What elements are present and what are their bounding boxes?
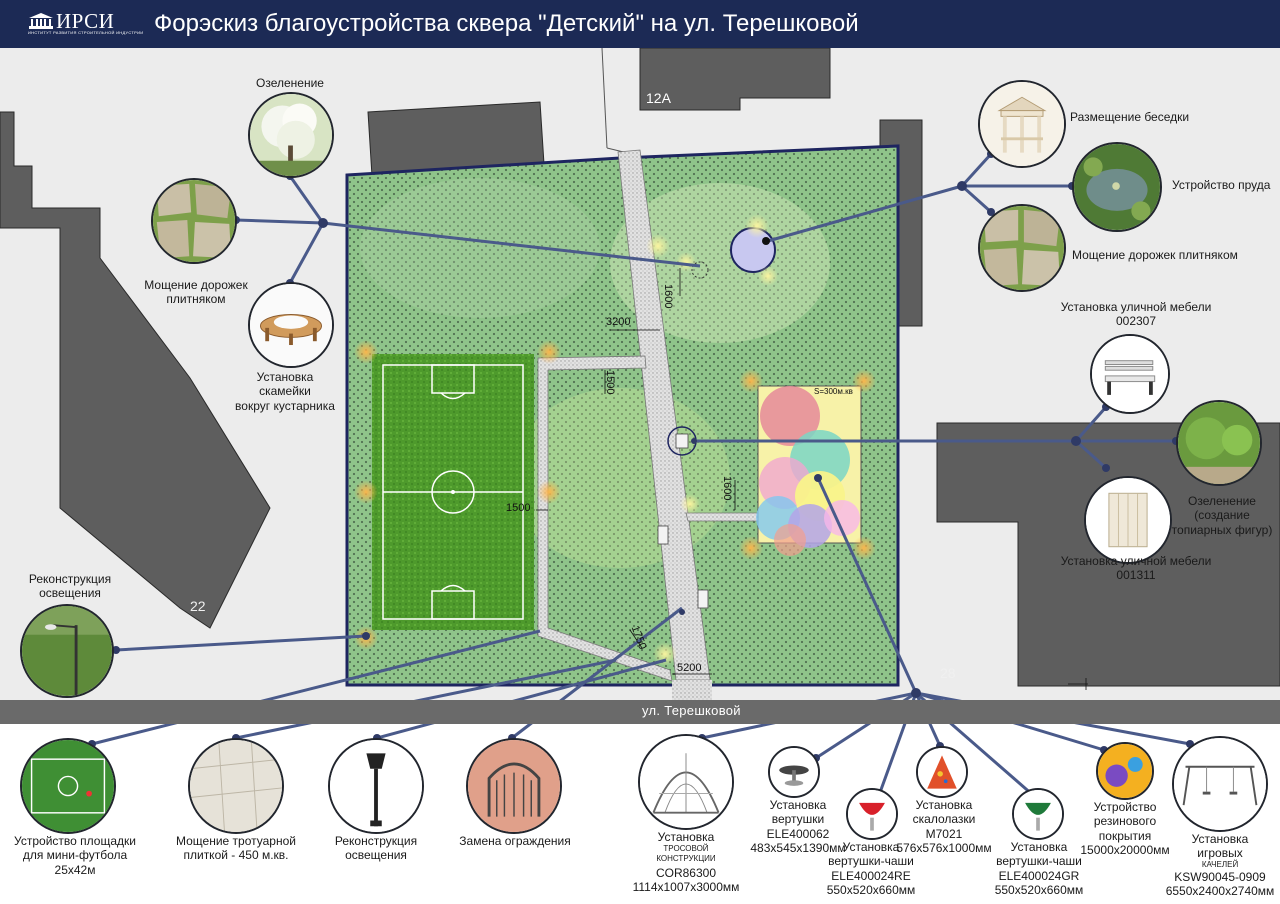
bench-shrub-thumb [248,282,334,368]
climbing-wall-icon [918,748,966,796]
label-spinner: Установка вертушки ELE400062 483x545x139… [750,798,846,856]
label-lighting-left: Реконструкция освещения [28,572,112,601]
building-12a-label: 12А [646,90,671,106]
streetlight-icon [22,606,112,696]
topiary-thumb [1176,400,1262,486]
football-field [372,354,534,630]
gazebo-thumb [978,80,1066,168]
lights [354,214,876,666]
bench-mark [675,433,689,449]
street-name: ул. Терешковой [642,703,741,718]
header-bar: ИРСИ ИНСТИТУТ РАЗВИТИЯ СТРОИТЕЛЬНОЙ ИНДУ… [0,0,1280,48]
label-rope-2: ТРОСОВОЙ КОНСТРУКЦИИ [656,844,716,863]
label-greening-top: Озеленение [256,76,324,90]
label-climber: Установка скалолазки M7021 576x576x1000м… [896,798,992,856]
label-bench-shrub: Установка скамейки вокруг кустарника [235,370,335,413]
label-topiary: Озеленение (создание топиарных фигур) [1171,494,1273,537]
dim-1600-mid: 1600 [721,476,733,501]
building-22 [0,111,271,629]
rubber-thumb [1096,742,1154,800]
label-paving-left: Мощение дорожек плитняком [144,278,248,307]
dimension-lines [536,268,1088,690]
paving-left-thumb [151,178,237,264]
red-cup-spinner-icon [848,790,896,838]
bench-mark-3 [697,589,709,609]
playground [756,385,862,556]
flagstone-icon-2 [980,206,1064,290]
tree-blossom-icon [250,94,332,176]
green-cup-spinner-icon [1014,790,1062,838]
paving-tile-icon [190,740,282,832]
pond-thumb [1072,142,1162,232]
label-rubber: Устройство резинового покрытия 15000x200… [1080,800,1170,858]
label-swing-1: Установка игровых [1191,832,1249,861]
spinner-icon [770,748,818,796]
label-gazebo: Размещение беседки [1070,110,1190,124]
planter-icon [1086,478,1170,562]
label-sidewalk: Мощение тротуарной плиткой - 450 м.кв. [176,834,296,863]
logo-subtitle: ИНСТИТУТ РАЗВИТИЯ СТРОИТЕЛЬНОЙ ИНДУСТРИИ [28,30,144,35]
flagstone-icon [153,180,235,262]
label-paving-right: Мощение дорожек плитняком [1072,248,1238,262]
label-rope-3: COR86300 1114x1007x3000мм [632,866,740,895]
building-28-label: 28 [940,665,956,681]
dim-1600-top: 1600 [662,284,674,309]
furniture-002307-thumb [1090,334,1170,414]
lighting-left-thumb [20,604,114,698]
cup-green-thumb [1012,788,1064,840]
label-furniture-002307: Установка уличной мебели 002307 [1060,300,1212,329]
rope-dome-icon [640,736,732,828]
gazebo-icon [980,82,1064,166]
dim-3200: 3200 [606,316,631,328]
spinner-thumb [768,746,820,798]
pond-icon [1074,144,1160,230]
rubber-surface-icon [1098,744,1152,798]
bench-mark-2 [657,525,669,545]
cup-red-thumb [846,788,898,840]
building-22-label: 22 [190,598,206,614]
bench-icon [1092,336,1168,412]
playground-area: S=300м.кв [814,387,853,396]
street [0,700,1280,724]
fence-thumb [466,738,562,834]
topiary-icon [1178,402,1260,484]
plan-stage: ул. Терешковой 12А 22 28 1600 3200 1500 … [0,48,1280,904]
label-rope-1: Установка [657,830,715,844]
fence-gate-icon [468,740,560,832]
paths [537,149,759,700]
label-swing-2: КАЧЕЛЕЙ [1201,860,1239,869]
furniture-001311-thumb [1084,476,1172,564]
label-cup-green: Установка вертушки-чаши ELE400024GR 550x… [994,840,1084,898]
paving-right-thumb [978,204,1066,292]
label-pond: Устройство пруда [1172,178,1271,192]
logo: ИРСИ [28,9,114,34]
label-swing-3: KSW90045-0909 6550x2400x2740мм [1165,870,1275,899]
page-title: Форэскиз благоустройства сквера "Детский… [154,10,859,37]
label-fence: Замена ограждения [459,834,571,848]
rope-thumb [638,734,734,830]
round-bench-icon [250,284,332,366]
label-cup-red: Установка вертушки-чаши ELE400024RE 550x… [826,840,916,898]
sidewalk-thumb [188,738,284,834]
football-thumb [20,738,116,834]
label-furniture-001311: Установка уличной мебели 001311 [1060,554,1212,583]
dim-1500-h: 1500 [506,502,531,514]
greening-thumb [248,92,334,178]
dim-5200: 5200 [677,662,702,674]
swing-icon [1174,738,1266,830]
lighting-thumb [328,738,424,834]
dim-1500-v: 1500 [604,370,616,395]
lamp-post-icon [330,740,422,832]
swing-thumb [1172,736,1268,832]
sidewalk-line [601,48,608,149]
label-football: Устройство площадки для мини-футбола 25x… [14,834,136,877]
football-field-icon [22,740,114,832]
climber-thumb [916,746,968,798]
building-12a [639,48,831,111]
building-logo-icon [29,13,53,29]
logo-text: ИРСИ [56,9,115,33]
label-lighting: Реконструкция освещения [334,834,418,863]
